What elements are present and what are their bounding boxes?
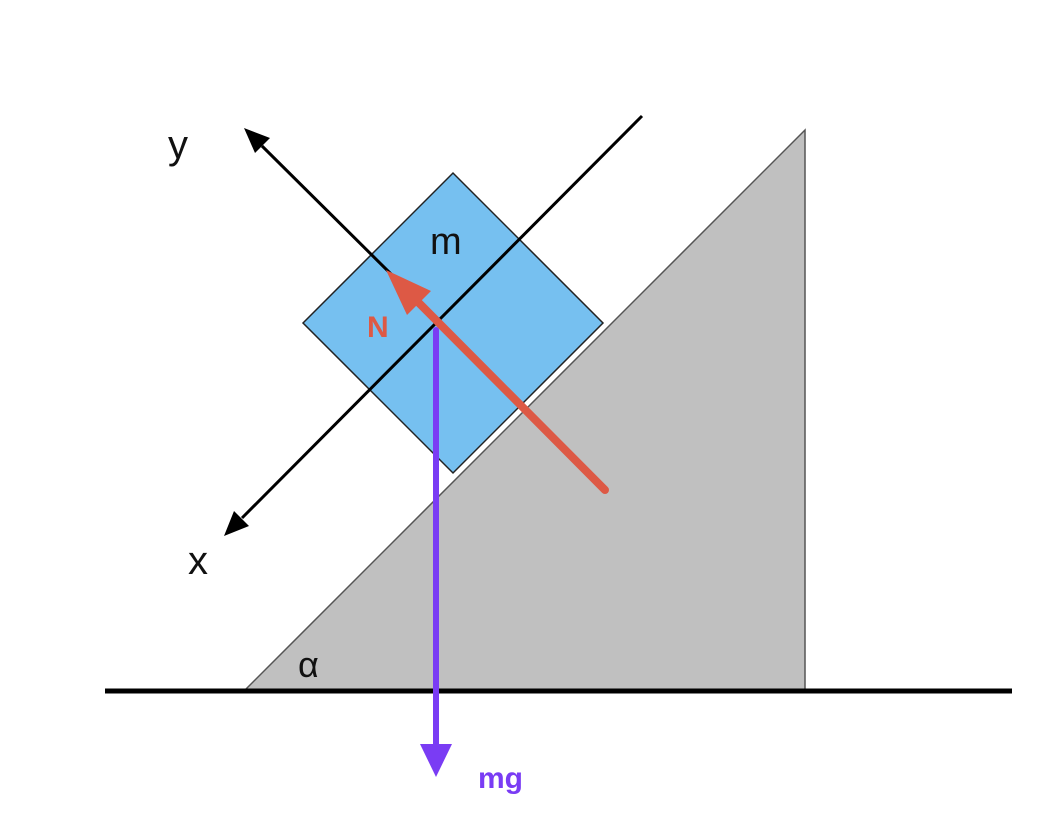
normal-force-label: N <box>367 311 389 344</box>
angle-label: α <box>298 644 319 685</box>
y-axis-line <box>260 144 394 277</box>
y-axis-label: y <box>168 123 188 167</box>
normal-force-arrowhead <box>386 270 431 315</box>
x-axis-arrowhead <box>224 511 249 536</box>
mass-label: m <box>430 221 462 263</box>
x-axis-label: x <box>188 539 208 583</box>
weight-force-arrowhead <box>420 744 452 777</box>
block <box>301 171 605 475</box>
x-axis-line <box>240 114 644 520</box>
weight-force-label: mg <box>478 762 523 795</box>
normal-force-shaft <box>414 298 609 494</box>
y-axis-arrowhead <box>244 128 270 153</box>
